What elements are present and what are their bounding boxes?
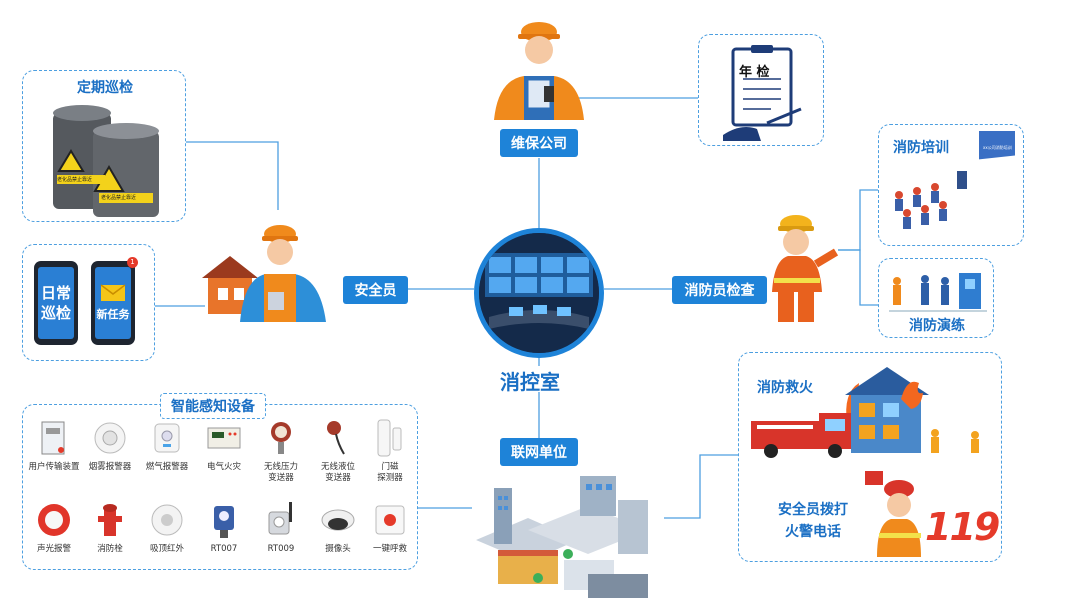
- device-label: 门磁 探测器: [377, 462, 403, 483]
- device-label: 一键呼救: [372, 544, 407, 554]
- device-label: 吸顶红外: [149, 544, 184, 554]
- rt009-icon: [268, 502, 292, 535]
- sos-button-icon: [375, 505, 405, 535]
- device-item: 一键呼救: [362, 500, 418, 555]
- city-buildings-illustration: [476, 476, 648, 598]
- device-item: 电气火灾: [196, 418, 252, 473]
- drill-illustration: [889, 273, 987, 312]
- call-line1: 安全员拨打: [778, 502, 848, 518]
- device-label: RT009: [267, 544, 295, 554]
- device-label: 无线压力 变送器: [263, 462, 298, 483]
- patrol-title: 定期巡检: [77, 80, 133, 96]
- device-item: 燃气报警器: [139, 418, 195, 473]
- new-task-phone[interactable]: 新任务: [91, 261, 135, 345]
- device-item: 门磁 探测器: [362, 418, 418, 484]
- notification-badge: 1: [127, 257, 138, 268]
- device-item: 用户传输装置: [26, 418, 82, 473]
- device-label: 电气火灾: [206, 462, 241, 472]
- rescue-title: 消防救火: [757, 380, 813, 396]
- phones-box: 日常 巡检 新任务 1: [22, 244, 155, 361]
- envelope-icon: [100, 284, 126, 301]
- training-board-text: xx公司消防培训: [983, 145, 1012, 150]
- transmission-device-icon: [41, 421, 65, 455]
- device-label: 烟雾报警器: [88, 462, 132, 472]
- maintenance-company-node[interactable]: 维保公司: [500, 129, 578, 157]
- safety-officer-illustration: [202, 225, 326, 322]
- control-room-image: [479, 233, 599, 353]
- call-line2: 火警电话: [785, 524, 841, 540]
- device-label: 声光报警: [36, 544, 71, 554]
- network-unit-node[interactable]: 联网单位: [500, 438, 578, 466]
- daily-patrol-phone[interactable]: 日常 巡检: [34, 261, 78, 345]
- rescue-box: 消防救火 安全员拨打 火警电话 119: [738, 352, 1002, 562]
- camera-icon: [321, 509, 355, 531]
- barrel-label-2: 老化品禁止靠近: [101, 195, 137, 201]
- electrical-fire-icon: [207, 427, 241, 449]
- device-item: 无线液位 变送器: [310, 418, 366, 484]
- device-label: 消防栓: [97, 544, 123, 554]
- smoke-alarm-icon: [94, 422, 126, 454]
- rt007-icon: [214, 506, 234, 538]
- device-label: 摄像头: [325, 544, 351, 554]
- device-label: 燃气报警器: [145, 462, 189, 472]
- control-room-circle[interactable]: [474, 228, 604, 358]
- fire-rescue-illustration: [751, 367, 979, 458]
- pressure-transmitter-icon: [271, 422, 291, 454]
- training-title: 消防培训: [893, 140, 949, 156]
- devices-title: 智能感知设备: [160, 393, 266, 419]
- phone-text-line2: 巡检: [40, 304, 71, 322]
- device-item: 声光报警: [26, 500, 82, 555]
- training-box: 消防培训 xx公司消防培训: [878, 124, 1024, 246]
- control-room-label: 消控室: [500, 370, 560, 394]
- new-task-text: 新任务: [96, 308, 130, 321]
- fire-hydrant-icon: [98, 504, 122, 536]
- device-label: 用户传输装置: [28, 462, 80, 472]
- drill-title: 消防演练: [909, 318, 965, 334]
- phone-text-line1: 日常: [40, 284, 71, 302]
- device-item: RT007: [196, 500, 252, 555]
- door-sensor-icon: [377, 419, 402, 457]
- firefighter-illustration: [772, 215, 838, 322]
- firefighter-check-node[interactable]: 消防员检查: [672, 276, 767, 304]
- training-illustration: [895, 131, 1015, 229]
- annual-inspection-title: 年 检: [739, 65, 770, 80]
- level-transmitter-icon: [327, 421, 345, 455]
- barrel-label: 老化品禁止靠近: [57, 177, 93, 183]
- gas-alarm-icon: [154, 423, 180, 453]
- device-label: RT007: [210, 544, 238, 554]
- device-item: RT009: [253, 500, 309, 555]
- safety-officer-node[interactable]: 安全员: [343, 276, 408, 304]
- ceiling-infrared-icon: [151, 504, 183, 536]
- device-item: 烟雾报警器: [82, 418, 138, 473]
- clipboard-icon: [723, 45, 802, 141]
- fire-number-119: 119: [925, 505, 1000, 549]
- device-grid: 用户传输装置烟雾报警器 燃气报警器 电气火灾 无线压力 变送器 无线液位 变送器 门磁 探…: [26, 418, 416, 568]
- call-fire-text: 安全员拨打 火警电话: [759, 499, 867, 543]
- patrol-box: 定期巡检 老化品禁止靠近 老化品禁止靠近: [22, 70, 186, 222]
- firefighter-phone-illustration: [865, 471, 921, 557]
- maintenance-worker-illustration: [494, 22, 584, 120]
- device-item: 吸顶红外: [139, 500, 195, 555]
- device-item: 摄像头: [310, 500, 366, 555]
- annual-inspection-box: 年 检: [698, 34, 824, 146]
- device-item: 无线压力 变送器: [253, 418, 309, 484]
- drill-box: 消防演练: [878, 258, 994, 338]
- device-label: 无线液位 变送器: [320, 462, 355, 483]
- device-item: 消防栓: [82, 500, 138, 555]
- hazard-barrels-illustration: [53, 105, 159, 217]
- sound-light-alarm-icon: [38, 504, 70, 536]
